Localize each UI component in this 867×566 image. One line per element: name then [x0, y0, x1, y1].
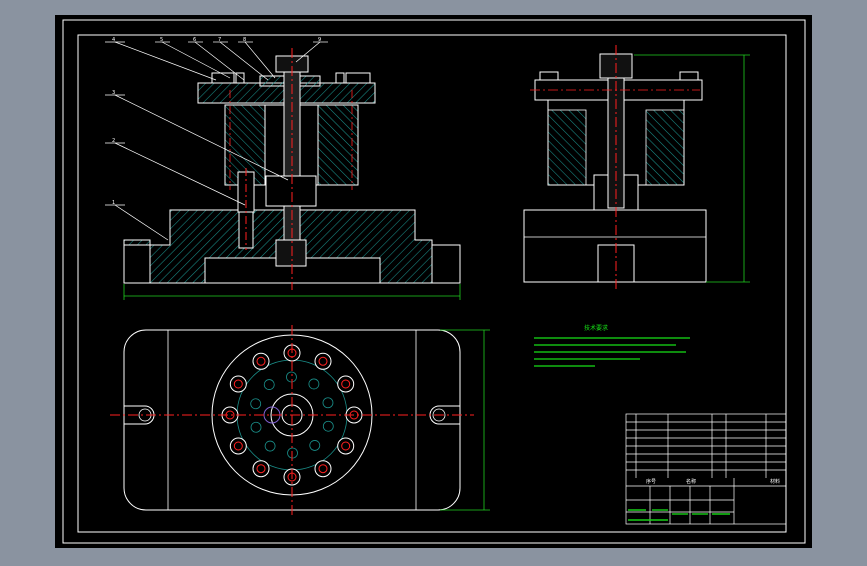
bolt-hole-icon — [252, 352, 270, 370]
balloon-3: 3 — [112, 90, 115, 96]
pad-stud-left — [235, 72, 245, 84]
balloon-6: 6 — [193, 37, 196, 43]
bolt-hole-icon — [314, 460, 332, 478]
clamp-pad-right — [345, 72, 371, 84]
title-block-headers: 序号 名称 材料 — [646, 478, 780, 485]
side-pad-right — [679, 71, 699, 81]
inner-sleeve — [265, 175, 317, 207]
bolt-hole-ring — [221, 344, 363, 486]
inner-hole-icon — [250, 421, 262, 433]
bolt-hole-inner-icon — [318, 464, 328, 474]
tb-seq-header: 序号 — [646, 478, 656, 485]
title-block — [625, 413, 787, 525]
plan-view — [110, 325, 490, 515]
bolt-hole-inner-icon — [233, 441, 243, 451]
tb-name-header: 名称 — [686, 478, 696, 485]
pad-stud-right — [335, 72, 345, 84]
side-wall-right — [645, 109, 685, 186]
inner-hole-icon — [250, 398, 262, 410]
right-foot — [431, 244, 461, 284]
notes-title: 技术要求 — [584, 324, 608, 332]
title-block-green — [628, 509, 730, 521]
bolt-hole-icon — [229, 375, 247, 393]
bolt-hole-inner-icon — [256, 356, 266, 366]
side-pad-left — [539, 71, 559, 81]
inner-hole-icon — [263, 379, 275, 390]
leaders — [105, 41, 328, 241]
bolt-hole-icon — [337, 375, 355, 393]
bolt-hole-inner-icon — [318, 356, 328, 366]
balloon-8: 8 — [243, 37, 246, 43]
inner-hole-icon — [309, 440, 321, 451]
bolt-hole-inner-icon — [341, 379, 351, 389]
inner-hole-icon — [322, 397, 334, 409]
bolt-hole-icon — [314, 352, 332, 370]
balloon-4: 4 — [112, 37, 115, 43]
balloon-2: 2 — [112, 138, 115, 144]
bolt-hole-icon — [337, 437, 355, 455]
drawing-frame — [77, 34, 787, 533]
side-view — [523, 45, 750, 290]
inner-hole-icon — [308, 378, 320, 390]
bolt-hole-inner-icon — [341, 441, 351, 451]
inner-hole-icon — [287, 447, 298, 459]
sheet-border — [62, 19, 806, 544]
note-lines — [534, 337, 690, 367]
bolt-hole-icon — [252, 460, 270, 478]
bolt-hole-inner-icon — [256, 464, 266, 474]
inner-hole-icon — [264, 440, 276, 452]
side-wall-left — [547, 109, 587, 186]
inner-hole-icon — [286, 371, 297, 383]
technical-notes: 技术要求 — [534, 324, 690, 367]
left-foot — [123, 244, 151, 284]
balloon-labels: 4 5 6 7 8 9 3 2 1 — [112, 37, 321, 206]
balloon-7: 7 — [218, 37, 221, 43]
inner-hole-icon — [322, 420, 334, 432]
balloon-5: 5 — [160, 37, 163, 43]
bottom-nut — [275, 239, 307, 267]
bolt-hole-inner-icon — [233, 379, 243, 389]
slot-right-end — [432, 408, 446, 422]
front-section-view: 4 5 6 7 8 9 3 2 1 — [105, 37, 461, 300]
balloon-9: 9 — [318, 37, 321, 43]
tb-material-header: 材料 — [770, 478, 780, 485]
balloon-1: 1 — [112, 200, 115, 206]
clamp-pad-left — [211, 72, 235, 84]
bolt-hole-icon — [229, 437, 247, 455]
